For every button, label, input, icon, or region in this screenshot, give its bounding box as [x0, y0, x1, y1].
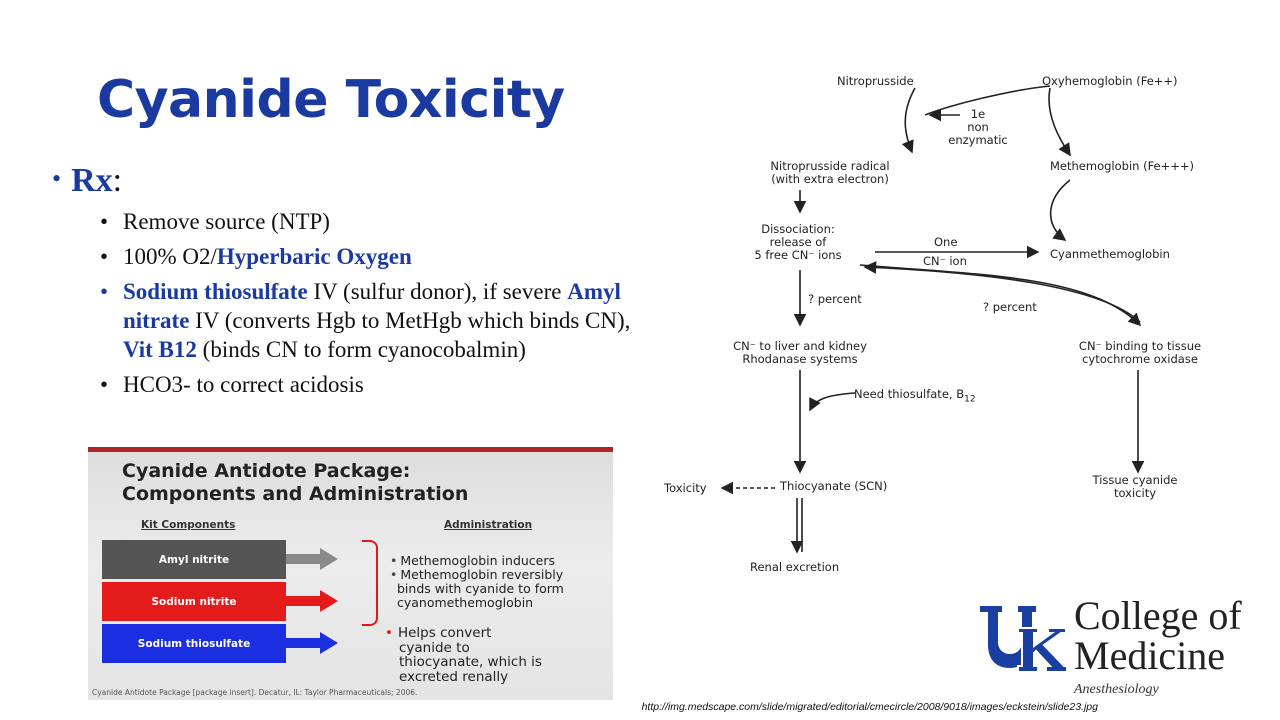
node-nitroprusside-radical: Nitroprusside radical (with extra electr… [755, 160, 905, 186]
treatment-list: Remove source (NTP) 100% O2/Hyperbaric O… [100, 207, 645, 405]
node-text: Tissue cyanide [1092, 473, 1178, 487]
label-one: One [934, 235, 958, 249]
highlight-vit-b12: Vit B12 [123, 337, 197, 362]
node-dissociation: Dissociation: release of 5 free CN⁻ ions [733, 223, 863, 262]
component-sodium-thiosulfate: Sodium thiosulfate [102, 624, 286, 663]
package-citation: Cyanide Antidote Package [package insert… [92, 688, 418, 697]
node-text: (with extra electron) [771, 172, 889, 186]
treatment-text: Remove source (NTP) [123, 209, 330, 234]
highlight-hyperbaric: Hyperbaric Oxygen [216, 244, 412, 269]
arrow-right-icon [286, 590, 338, 612]
component-sodium-nitrite: Sodium nitrite [102, 582, 286, 621]
node-text: release of [769, 235, 827, 249]
node-text: Rhodanase systems [742, 352, 858, 366]
admin-text: binds with cyanide to form [397, 581, 564, 596]
node-text: CN⁻ binding to tissue [1078, 339, 1202, 353]
pathway-arrows [720, 85, 1145, 554]
treatment-text: IV (converts Hgb to MetHgb which binds C… [189, 308, 631, 333]
admin-text: Helps convert [397, 625, 492, 641]
node-text: 5 free CN⁻ ions [754, 248, 842, 262]
highlight-amyl-nitrate: Amyl nitrate [123, 279, 621, 333]
package-title: Cyanide Antidote Package: Components and… [122, 460, 468, 506]
node-tissue-toxicity: Tissue cyanide toxicity [1075, 474, 1195, 500]
node-text: toxicity [1113, 486, 1157, 500]
node-nitroprusside: Nitroprusside [837, 74, 914, 88]
kit-components-heading: Kit Components [141, 519, 236, 531]
node-text: 1e [970, 107, 986, 121]
treatment-item-antidotes: Sodium thiosulfate IV (sulfur donor), if… [100, 277, 645, 364]
node-thiocyanate: Thiocyanate (SCN) [780, 479, 888, 493]
admin-thiocyanate: •Helps convert cyanide to thiocyanate, w… [385, 625, 542, 685]
node-toxicity: Toxicity [664, 481, 707, 495]
node-text: Need thiosulfate, B [854, 387, 965, 401]
node-text: CN⁻ to liver and kidney [733, 339, 867, 353]
uk-logo-icon [980, 606, 1068, 673]
label-percent-left: ? percent [808, 292, 862, 306]
highlight-thiosulfate: Sodium thiosulfate [123, 279, 308, 304]
component-amyl-nitrite: Amyl nitrite [102, 540, 286, 579]
treatment-item-bicarbonate: HCO3- to correct acidosis [100, 370, 645, 399]
admin-text: thiocyanate, which is [399, 654, 542, 670]
admin-text: cyanomethemoglobin [397, 595, 534, 610]
treatment-text: IV (sulfur donor), if severe [307, 279, 568, 304]
admin-methemoglobin-binds: •Methemoglobin reversibly binds with cya… [390, 567, 564, 610]
node-methemoglobin: Methemoglobin (Fe+++) [1050, 159, 1195, 173]
label-percent-right: ? percent [983, 300, 1037, 314]
node-renal-excretion: Renal excretion [750, 560, 840, 574]
college-line: College of [1074, 593, 1242, 638]
antidote-package-image: Cyanide Antidote Package: Components and… [88, 447, 613, 700]
administration-heading: Administration [444, 519, 533, 531]
label-cn-ion: CN⁻ ion [923, 254, 967, 268]
node-liver-kidney: CN⁻ to liver and kidney Rhodanase system… [715, 340, 885, 366]
treatment-item-oxygen: 100% O2/Hyperbaric Oxygen [100, 242, 645, 271]
college-name: College of Medicine [1074, 596, 1242, 676]
rx-colon: : [112, 162, 123, 199]
node-text: cytochrome oxidase [1082, 352, 1198, 366]
node-text: enzymatic [948, 133, 1008, 147]
treatment-item-remove-source: Remove source (NTP) [100, 207, 645, 236]
admin-methemoglobin-inducers: •Methemoglobin inducers [390, 553, 556, 568]
node-text: Nitroprusside radical [770, 159, 890, 173]
arrow-right-icon [286, 548, 338, 570]
bracket-icon [362, 540, 378, 626]
node-text: non [967, 120, 989, 134]
college-line: Medicine [1074, 633, 1226, 678]
node-tissue-binding: CN⁻ binding to tissue cytochrome oxidase [1060, 340, 1220, 366]
label-need-thiosulfate: Need thiosulfate, B12 [854, 388, 976, 406]
arrow-right-icon [286, 632, 338, 654]
admin-text: excreted renally [399, 668, 509, 685]
treatment-text: HCO3- to correct acidosis [123, 372, 364, 397]
bullet-dot: • [52, 164, 62, 193]
admin-text: cyanide to [399, 639, 470, 656]
node-cyanmethemoglobin: Cyanmethemoglobin [1050, 247, 1170, 261]
source-url: http://img.medscape.com/slide/migrated/e… [641, 701, 1098, 713]
node-one-electron: 1e non enzymatic [938, 108, 1018, 147]
node-oxyhemoglobin: Oxyhemoglobin (Fe++) [1042, 74, 1178, 88]
node-text: 12 [964, 394, 976, 405]
uk-college-logo: College of Medicine Anesthesiology [978, 596, 1268, 705]
node-text: Dissociation: [761, 222, 835, 236]
rx-label: Rx [71, 162, 113, 199]
treatment-text: (binds CN to form cyanocobalmin) [196, 337, 526, 362]
slide-title: Cyanide Toxicity [97, 70, 565, 130]
department-name: Anesthesiology [1074, 682, 1159, 697]
treatment-text: 100% O2/ [123, 244, 217, 269]
cyanide-pathway-diagram: Nitroprusside Oxyhemoglobin (Fe++) 1e no… [650, 60, 1270, 590]
package-title-line: Cyanide Antidote Package: [122, 460, 411, 482]
rx-bullet: • Rx: [52, 162, 122, 200]
package-title-line: Components and Administration [122, 483, 469, 505]
admin-text: Methemoglobin reversibly [400, 567, 564, 582]
admin-text: Methemoglobin inducers [400, 553, 556, 568]
